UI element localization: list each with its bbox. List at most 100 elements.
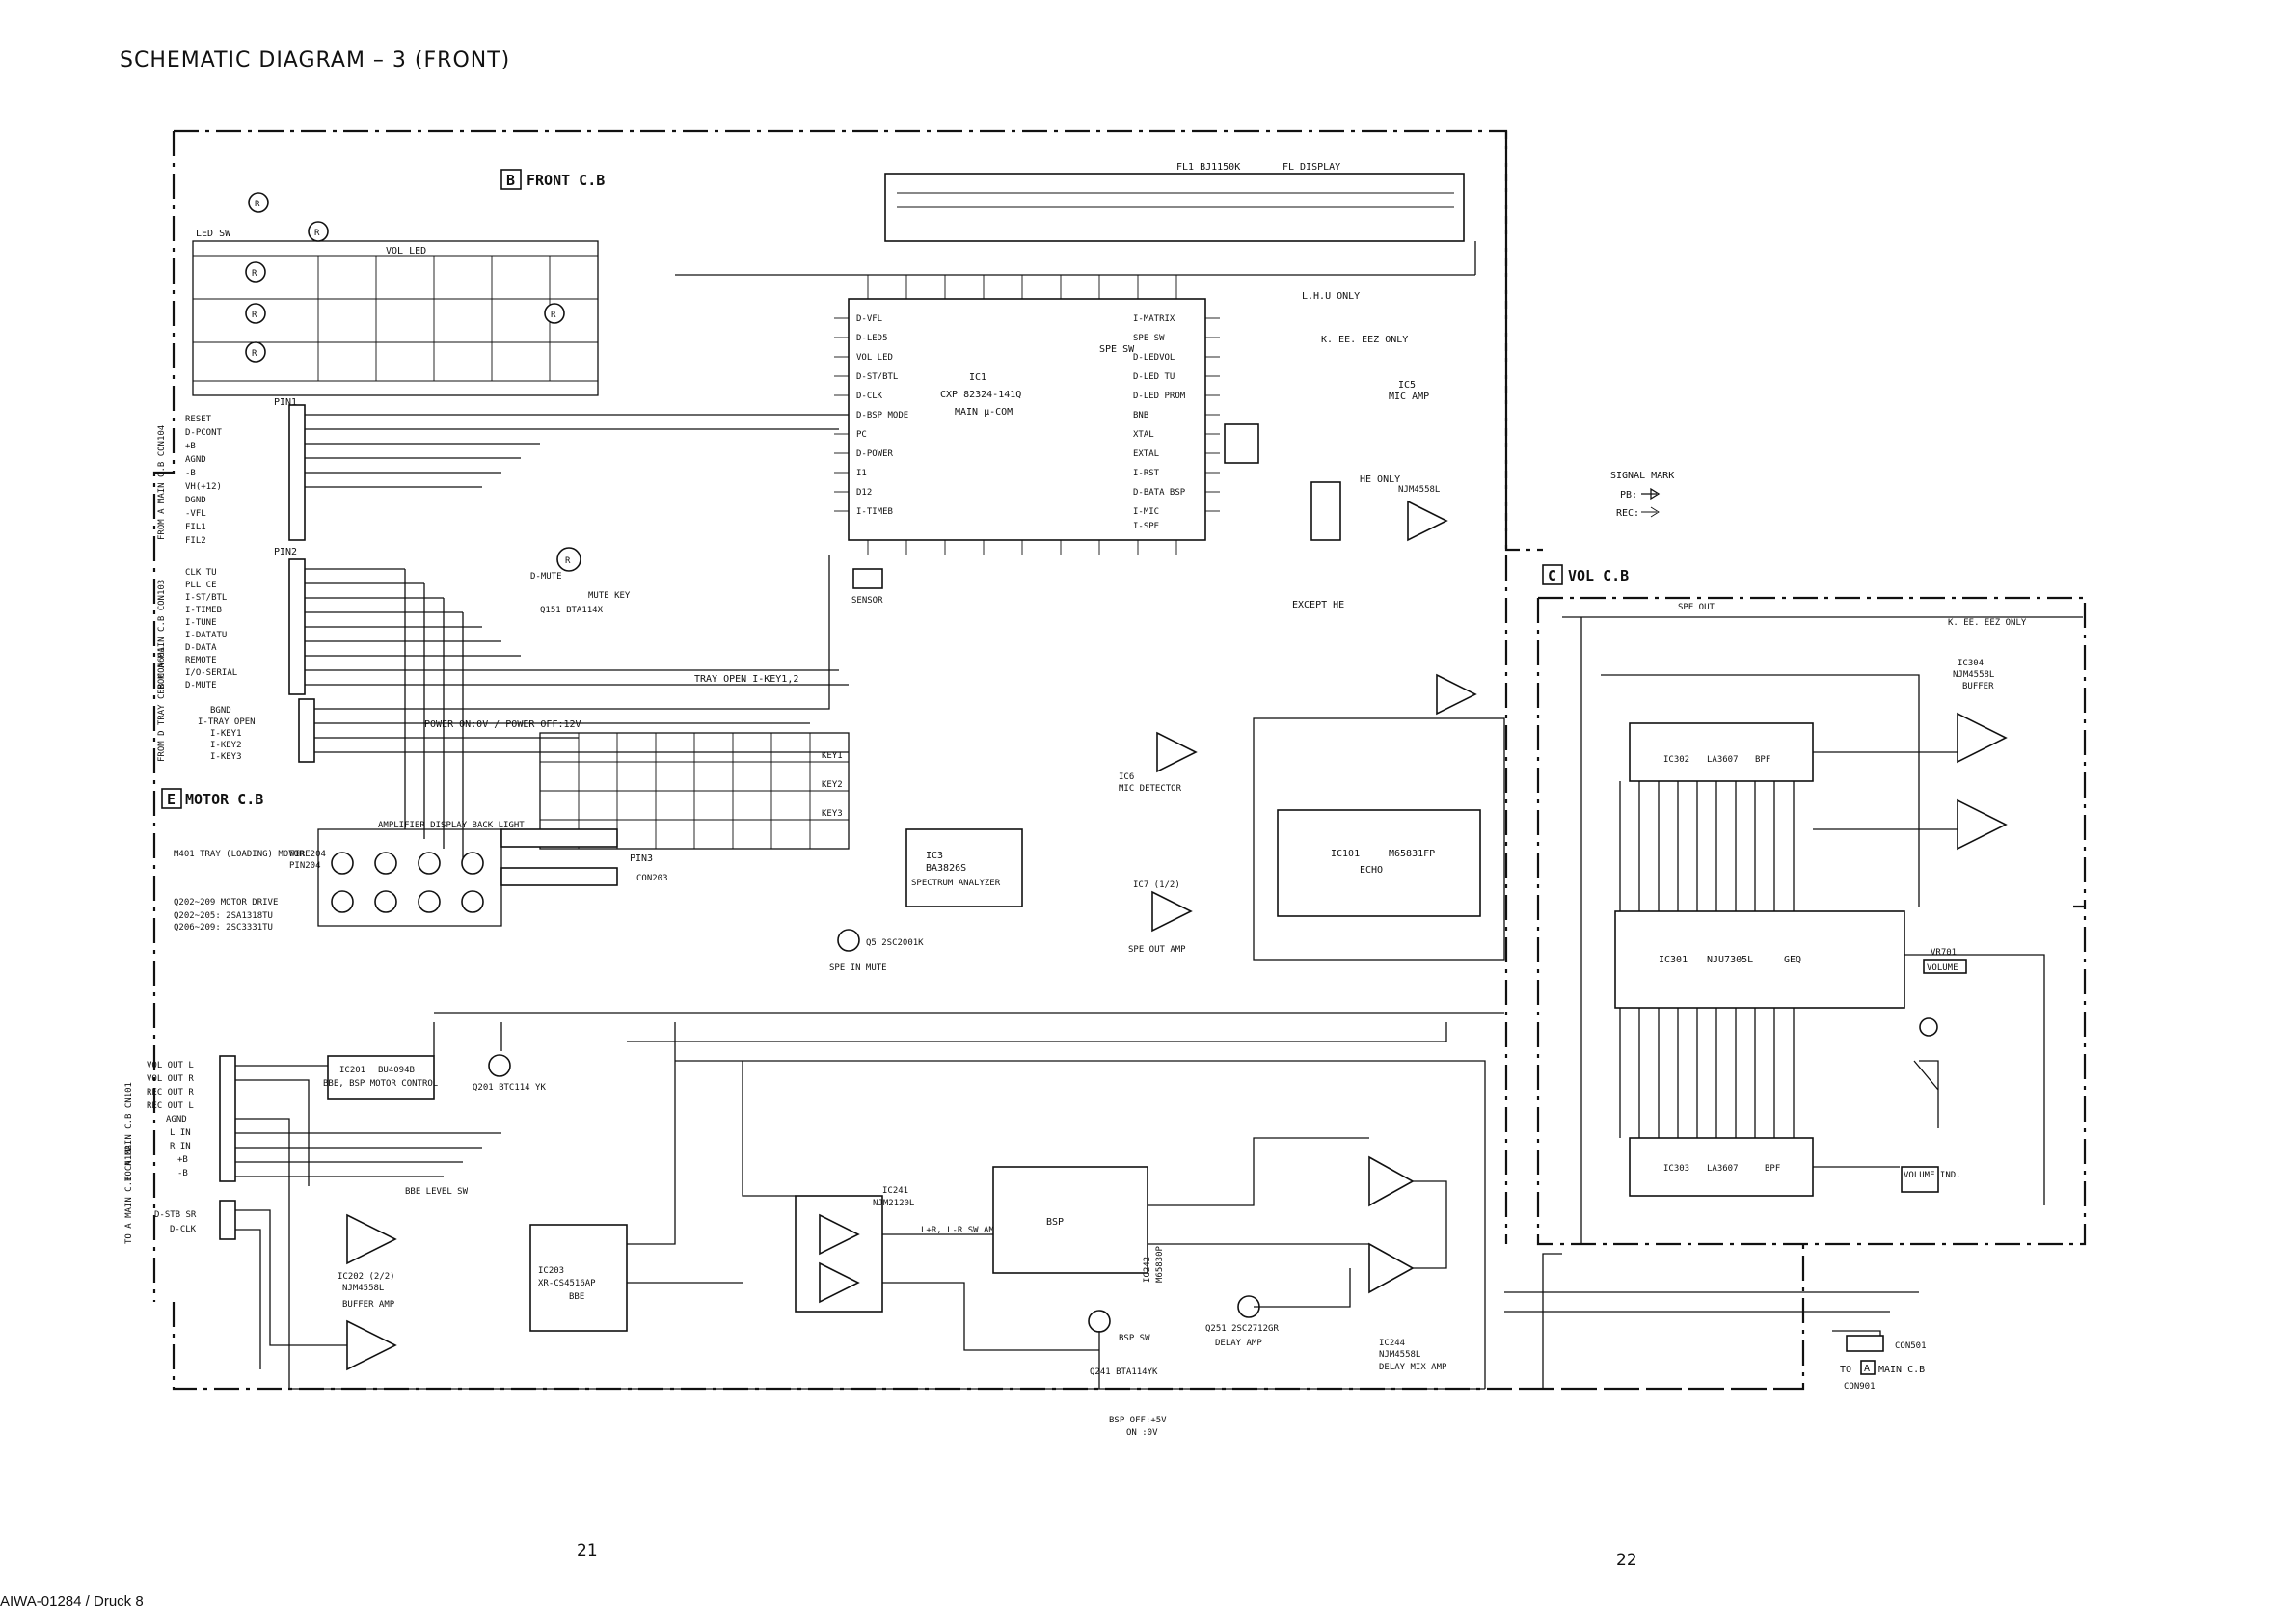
- pin2-label: PIN2: [274, 547, 297, 557]
- crystal-cf1: [1224, 423, 1259, 464]
- key1-label: KEY1: [822, 751, 843, 761]
- ic302-ref: IC302: [1663, 755, 1689, 765]
- ic202-role: BUFFER AMP: [342, 1300, 395, 1310]
- q241-label: Q241 BTA114YK: [1090, 1367, 1158, 1377]
- ic201-part: BU4094B: [378, 1066, 415, 1075]
- tray-open-label: TRAY OPEN I-KEY1,2: [694, 674, 798, 685]
- ic4-part: NJM4558L: [1398, 485, 1440, 495]
- q202-205-label: Q202~205: 2SA1318TU: [174, 911, 273, 921]
- motor-board-id: E: [167, 791, 176, 808]
- bbe-level-sw-label: BBE LEVEL SW: [405, 1187, 469, 1197]
- svg-text:REC OUT R: REC OUT R: [147, 1088, 194, 1097]
- led-matrix: R R R R R R: [193, 192, 598, 382]
- svg-text:I-KEY3: I-KEY3: [210, 752, 242, 762]
- q201-transistor: [488, 1054, 511, 1077]
- ic242-part: M65830P: [1155, 1245, 1165, 1283]
- motor-board-id-box: [161, 788, 182, 809]
- svg-text:D-POWER: D-POWER: [856, 449, 894, 459]
- svg-text:R IN: R IN: [170, 1142, 191, 1151]
- q202-209-label: Q202~209 MOTOR DRIVE: [174, 898, 278, 907]
- volume-ind-label: VOLUME IND.: [1904, 1171, 1961, 1180]
- svg-text:I-DATATU: I-DATATU: [185, 631, 227, 640]
- svg-text:CLK TU: CLK TU: [185, 568, 217, 578]
- svg-text:D-MUTE: D-MUTE: [185, 681, 217, 690]
- ic203-role: BBE: [569, 1292, 584, 1302]
- svg-text:REC:: REC:: [1616, 508, 1639, 519]
- ic242-ref: IC242: [1143, 1257, 1152, 1283]
- signal-mark-legend: SIGNAL MARK PB: REC:: [1610, 471, 1674, 519]
- volume-box: [1923, 959, 1967, 974]
- svg-text:I-MATRIX: I-MATRIX: [1133, 314, 1175, 324]
- svg-text:AGND: AGND: [185, 455, 206, 465]
- con104-connector: RESET D-PCONT +B AGND -B VH(+12) DGND -V…: [157, 404, 306, 546]
- ic1-ref: IC1: [969, 372, 986, 383]
- svg-text:I-TIMEB: I-TIMEB: [856, 507, 893, 517]
- svg-text:I/O-SERIAL: I/O-SERIAL: [185, 668, 237, 678]
- spe-sw-label: SPE SW: [1099, 344, 1135, 355]
- ic6-ref: IC6: [1119, 772, 1134, 782]
- page-number-left: 21: [577, 1541, 598, 1560]
- q251-label: Q251 2SC2712GR: [1205, 1324, 1279, 1334]
- ic241-opamp-bottom: [819, 1261, 860, 1304]
- page-number-right: 22: [1616, 1551, 1637, 1570]
- ic201-block: [327, 1055, 435, 1100]
- pin204-label: PIN204: [289, 861, 321, 871]
- front-board-id-box: [500, 169, 522, 190]
- svg-text:TO A MAIN C.B CN101: TO A MAIN C.B CN101: [124, 1082, 134, 1181]
- svg-text:VOL OUT R: VOL OUT R: [147, 1074, 194, 1084]
- connector-wiring: [305, 414, 849, 858]
- svg-text:D-LED5: D-LED5: [856, 334, 888, 343]
- bsp-sw-label: BSP SW: [1119, 1334, 1150, 1343]
- svg-text:AGND: AGND: [166, 1115, 187, 1124]
- pin3-connector: [500, 828, 618, 848]
- svg-text:FROM A MAIN C.B CON103: FROM A MAIN C.B CON103: [157, 580, 167, 694]
- vol-board-id: C: [1548, 567, 1556, 584]
- ic202-ref: IC202 (2/2): [338, 1272, 395, 1282]
- ic303-role: BPF: [1765, 1164, 1780, 1174]
- svg-text:RESET: RESET: [185, 415, 212, 424]
- svg-text:D-BSP MODE: D-BSP MODE: [856, 411, 908, 420]
- svg-text:I-TIMEB: I-TIMEB: [185, 606, 222, 615]
- svg-text:TO A MAIN C.B CN102: TO A MAIN C.B CN102: [124, 1145, 134, 1244]
- ic241-opamp-top: [819, 1213, 860, 1256]
- svg-text:PB:: PB:: [1620, 490, 1637, 501]
- m401-label: M401 TRAY (LOADING) MOTOR: [174, 850, 305, 859]
- svg-text:VOL LED: VOL LED: [856, 353, 893, 363]
- svg-text:-VFL: -VFL: [185, 509, 206, 519]
- svg-text:D-CLK: D-CLK: [170, 1225, 197, 1234]
- ic244-opamp-top: [1368, 1155, 1415, 1207]
- to-main-suffix: MAIN C.B: [1878, 1365, 1925, 1375]
- note-except-he: EXCEPT HE: [1292, 600, 1344, 610]
- svg-text:D-CLK: D-CLK: [856, 392, 883, 401]
- svg-text:R: R: [252, 311, 257, 320]
- d-mute-label: D-MUTE: [530, 572, 562, 582]
- ic301-part: NJU7305L: [1707, 955, 1753, 965]
- q206-209-label: Q206~209: 2SC3331TU: [174, 923, 273, 933]
- ic244-ref: IC244: [1379, 1339, 1405, 1348]
- svg-text:FIL1: FIL1: [185, 523, 206, 532]
- q201-label: Q201 BTC114 YK: [473, 1083, 546, 1093]
- page-title: SCHEMATIC DIAGRAM – 3 (FRONT): [120, 48, 511, 72]
- ic101-frame: [1253, 717, 1505, 961]
- fl-display-ref: FL1 BJ1150K: [1176, 162, 1240, 173]
- vol-board-id-box: [1542, 564, 1563, 585]
- ic304-ref: IC304: [1958, 659, 1984, 668]
- ic5-opamp: [1436, 673, 1477, 716]
- q5-transistor: [837, 929, 860, 952]
- con103-connector: CLK TU PLL CE I-ST/BTL I-TIMEB I-TUNE I-…: [157, 558, 306, 695]
- ic303-block: [1629, 1137, 1814, 1197]
- ic1-pin-ticks: [834, 317, 1220, 555]
- vr701-potentiometer: [1913, 1060, 1939, 1128]
- ic301-block: [1614, 910, 1905, 1009]
- ic2-role: SENSOR: [851, 596, 883, 606]
- con901-label: CON901: [1844, 1382, 1876, 1392]
- svg-text:I1: I1: [856, 469, 867, 478]
- to-main-id: A: [1864, 1364, 1870, 1374]
- svg-text:D-LEDVOL: D-LEDVOL: [1133, 353, 1175, 363]
- svg-text:VH(+12): VH(+12): [185, 482, 222, 492]
- svg-text:I-TUNE: I-TUNE: [185, 618, 217, 628]
- ic302-block: [1629, 722, 1814, 782]
- ic3-role: SPECTRUM ANALYZER: [911, 879, 1001, 888]
- ic302-role: BPF: [1755, 755, 1770, 765]
- ic1-left-pin-labels: D-VFL D-LED5 VOL LED D-ST/BTL D-CLK D-BS…: [856, 314, 908, 517]
